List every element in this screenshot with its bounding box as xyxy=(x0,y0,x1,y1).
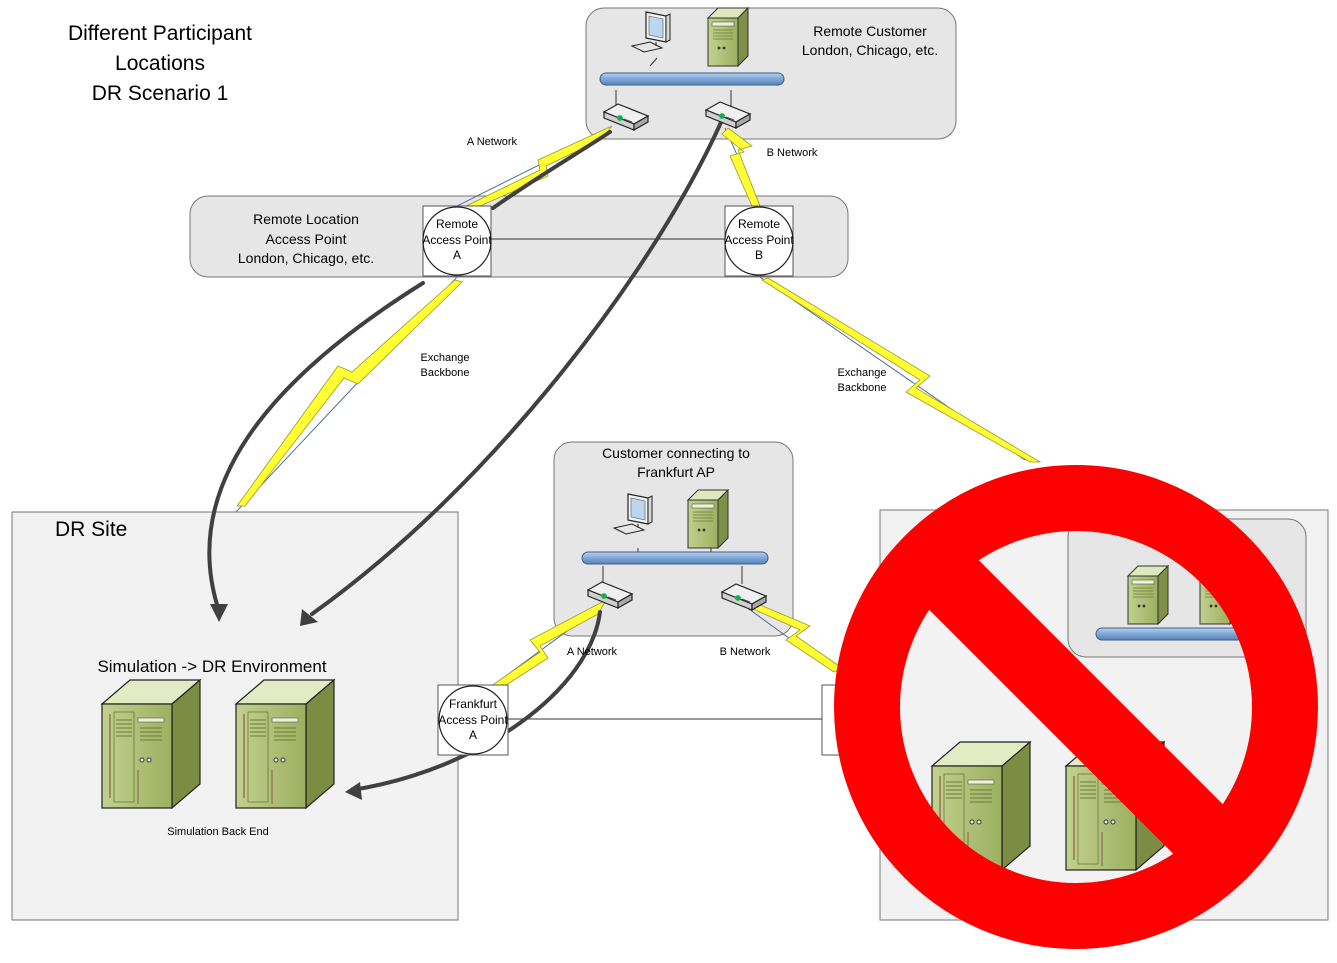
remote-customer-bus xyxy=(599,57,785,108)
prohibited-icon xyxy=(834,465,1318,949)
b-network-top-label: B Network xyxy=(767,147,818,159)
server-icon xyxy=(1127,565,1169,625)
access-point-b-line3: B xyxy=(755,248,763,262)
access-point-b-line2: Access Point xyxy=(724,233,794,247)
server-icon xyxy=(235,679,335,809)
b-network-bottom-label: B Network xyxy=(720,646,771,658)
remote-location-line2: Access Point xyxy=(266,231,347,247)
backbone-left-line2: Backbone xyxy=(421,367,470,379)
frankfurt-access-point-a xyxy=(437,684,509,756)
dr-site-container xyxy=(11,511,459,921)
customer-frankfurt-line2: Frankfurt AP xyxy=(637,464,715,480)
frankfurt-ap-line2: Access Point xyxy=(438,713,508,727)
diagram-title-line2: Locations xyxy=(115,52,205,75)
customer-frankfurt-bus xyxy=(581,548,769,584)
remote-customer-line2: London, Chicago, etc. xyxy=(802,42,938,58)
access-point-b xyxy=(724,205,794,277)
customer-frankfurt-line1: Customer connecting to xyxy=(602,445,750,461)
access-point-a-line3: A xyxy=(453,248,461,262)
diagram-title-line1: Different Participant xyxy=(68,22,252,45)
a-network-top-label: A Network xyxy=(467,136,518,148)
dr-environment-label: Simulation -> DR Environment xyxy=(97,657,326,676)
access-point-a xyxy=(422,205,492,277)
diagram-title-line3: DR Scenario 1 xyxy=(92,82,229,105)
frankfurt-ap-line1: Frankfurt xyxy=(449,697,498,711)
backbone-right-line2: Backbone xyxy=(838,382,887,394)
access-point-a-line1: Remote xyxy=(436,217,478,231)
backbone-left-line1: Exchange xyxy=(421,352,470,364)
remote-location-line3: London, Chicago, etc. xyxy=(238,250,374,266)
connection-arrows xyxy=(207,118,724,792)
a-network-bottom-label: A Network xyxy=(567,646,618,658)
simulation-backend-label: Simulation Back End xyxy=(167,826,269,838)
arrow-heads xyxy=(210,604,362,800)
backbone-right-line1: Exchange xyxy=(838,367,887,379)
server-icon xyxy=(101,679,201,809)
server-icon xyxy=(707,7,749,67)
dr-site-label: DR Site xyxy=(55,518,127,541)
frankfurt-ap-line3: A xyxy=(469,728,477,742)
remote-location-line1: Remote Location xyxy=(253,211,359,227)
server-icon xyxy=(687,489,729,549)
lightning-icon xyxy=(236,125,1042,703)
remote-customer-line1: Remote Customer xyxy=(813,23,927,39)
access-point-a-line2: Access Point xyxy=(422,233,492,247)
access-point-b-line1: Remote xyxy=(738,217,780,231)
remote-location-box xyxy=(189,195,849,278)
